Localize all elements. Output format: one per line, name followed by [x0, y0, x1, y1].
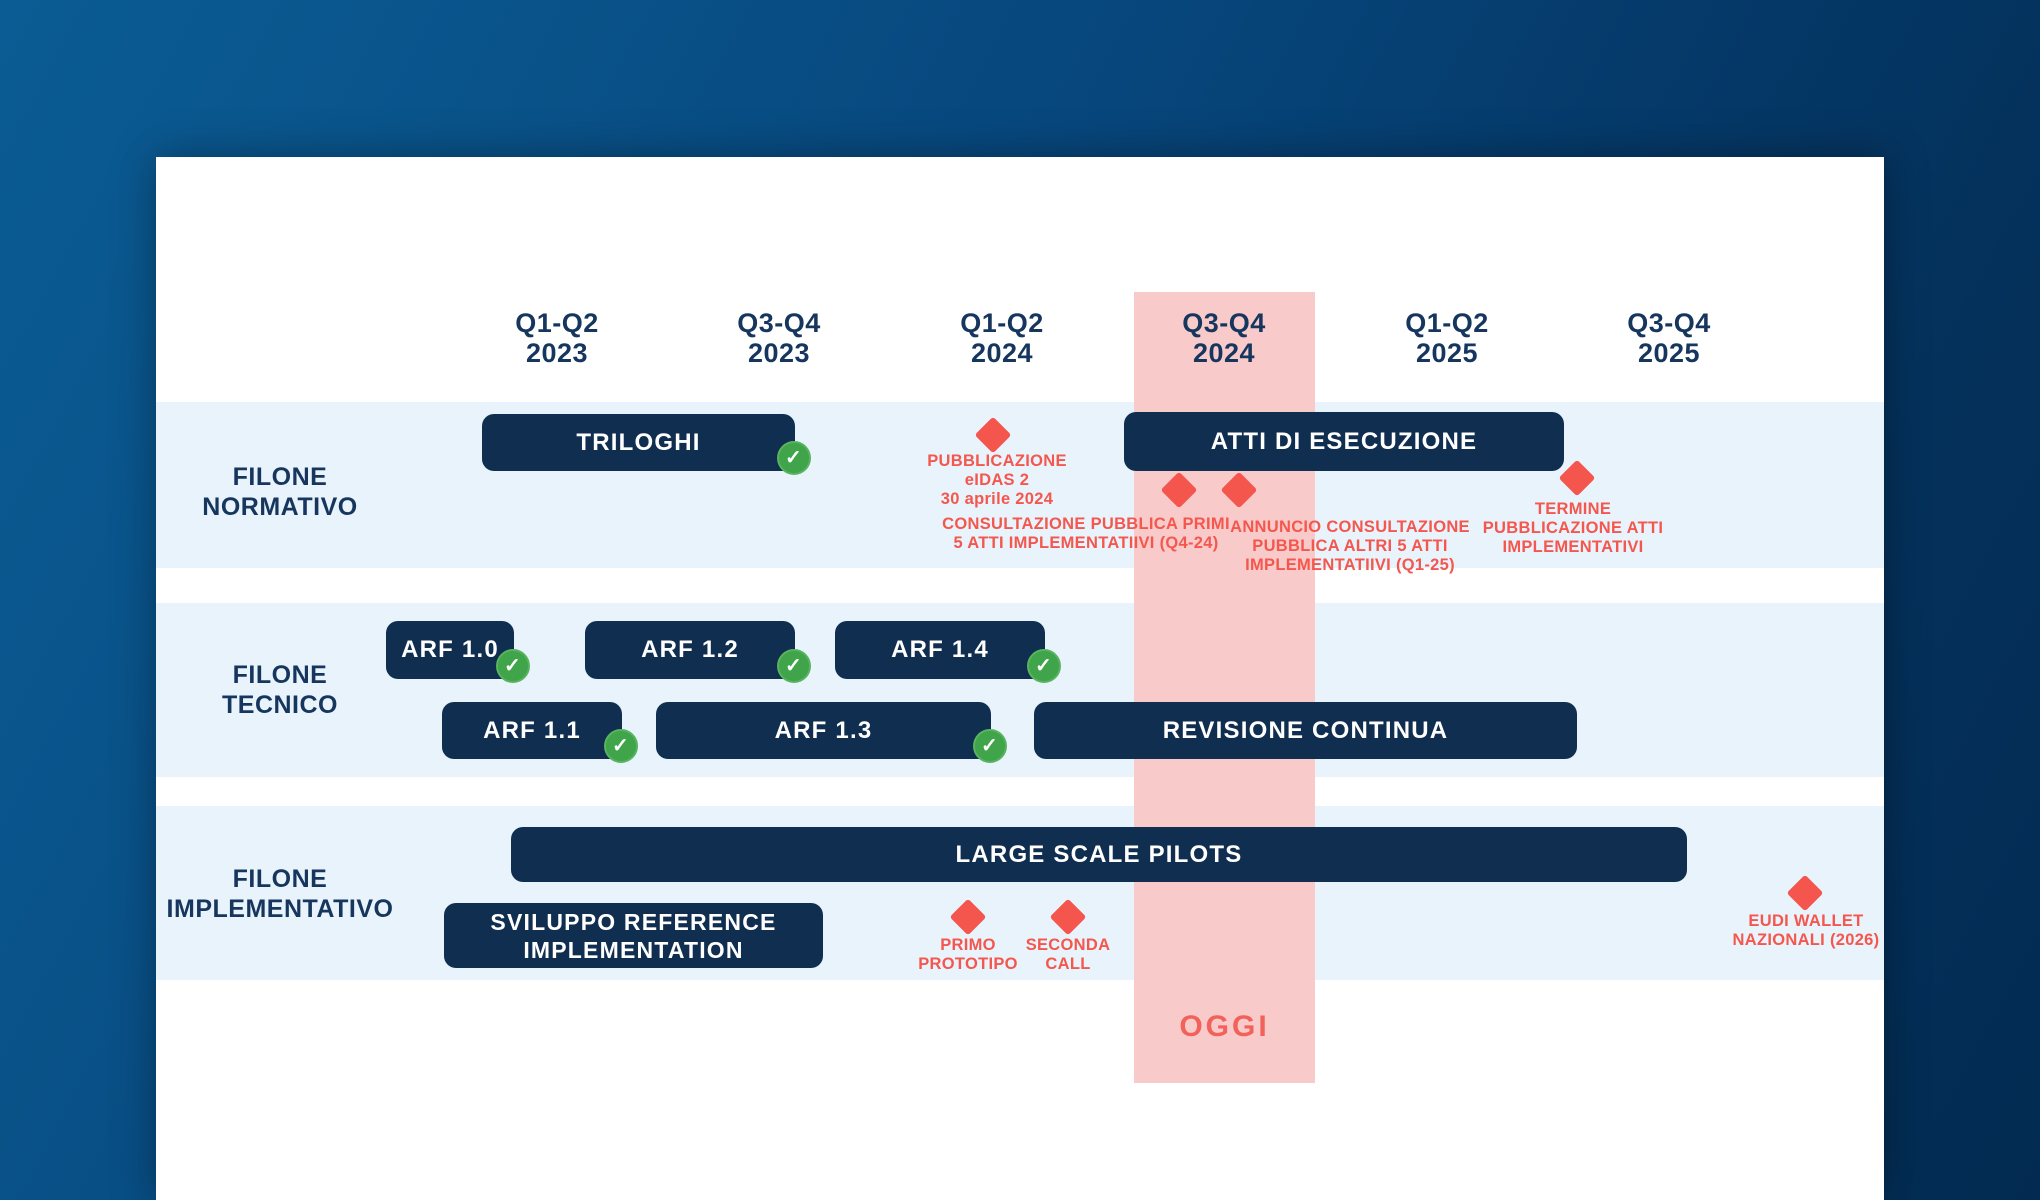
- bar-arf-1-1: ARF 1.1 ✓: [442, 702, 638, 763]
- bar-large-scale-pilots: LARGE SCALE PILOTS ✓: [511, 827, 1687, 882]
- check-icon: ✓: [973, 729, 1007, 763]
- bar-sviluppo-reference-implementation: SVILUPPO REFERENCE IMPLEMENTATION ✓: [444, 903, 823, 968]
- today-band: [1134, 292, 1315, 1083]
- milestone-label: PUBBLICAZIONE eIDAS 2 30 aprile 2024: [927, 452, 1067, 508]
- milestone-label: ANNUNCIO CONSULTAZIONE PUBBLICA ALTRI 5 …: [1230, 518, 1470, 574]
- check-icon: ✓: [1027, 649, 1061, 683]
- today-label: OGGI: [1179, 1010, 1270, 1043]
- check-icon: ✓: [496, 649, 530, 683]
- row-label-filone-implementativo: FILONE IMPLEMENTATIVO: [166, 865, 394, 923]
- bar-atti-di-esecuzione: ATTI DI ESECUZIONE ✓: [1124, 412, 1564, 471]
- row-label-filone-tecnico: FILONE TECNICO: [222, 661, 338, 719]
- bar-arf-1-4: ARF 1.4 ✓: [835, 621, 1061, 683]
- check-icon: ✓: [777, 441, 811, 475]
- row-band-normativo: [156, 402, 1884, 568]
- check-icon: ✓: [777, 649, 811, 683]
- bar-triloghi: TRILOGHI ✓: [482, 414, 811, 475]
- check-icon: ✓: [604, 729, 638, 763]
- bar-revisione-continua: REVISIONE CONTINUA ✓: [1034, 702, 1577, 759]
- bar-arf-1-2: ARF 1.2 ✓: [585, 621, 811, 683]
- milestone-label: EUDI WALLET NAZIONALI (2026): [1732, 912, 1880, 949]
- milestone-label: TERMINE PUBBLICAZIONE ATTI IMPLEMENTATIV…: [1482, 500, 1664, 556]
- milestone-label: SECONDA CALL: [1025, 936, 1111, 973]
- bar-arf-1-3: ARF 1.3 ✓: [656, 702, 1007, 763]
- milestone-label: PRIMO PROTOTIPO: [918, 936, 1018, 973]
- milestone-label: CONSULTAZIONE PUBBLICA PRIMI 5 ATTI IMPL…: [942, 515, 1230, 552]
- bar-arf-1-0: ARF 1.0 ✓: [386, 621, 530, 683]
- row-label-filone-normativo: FILONE NORMATIVO: [202, 463, 358, 521]
